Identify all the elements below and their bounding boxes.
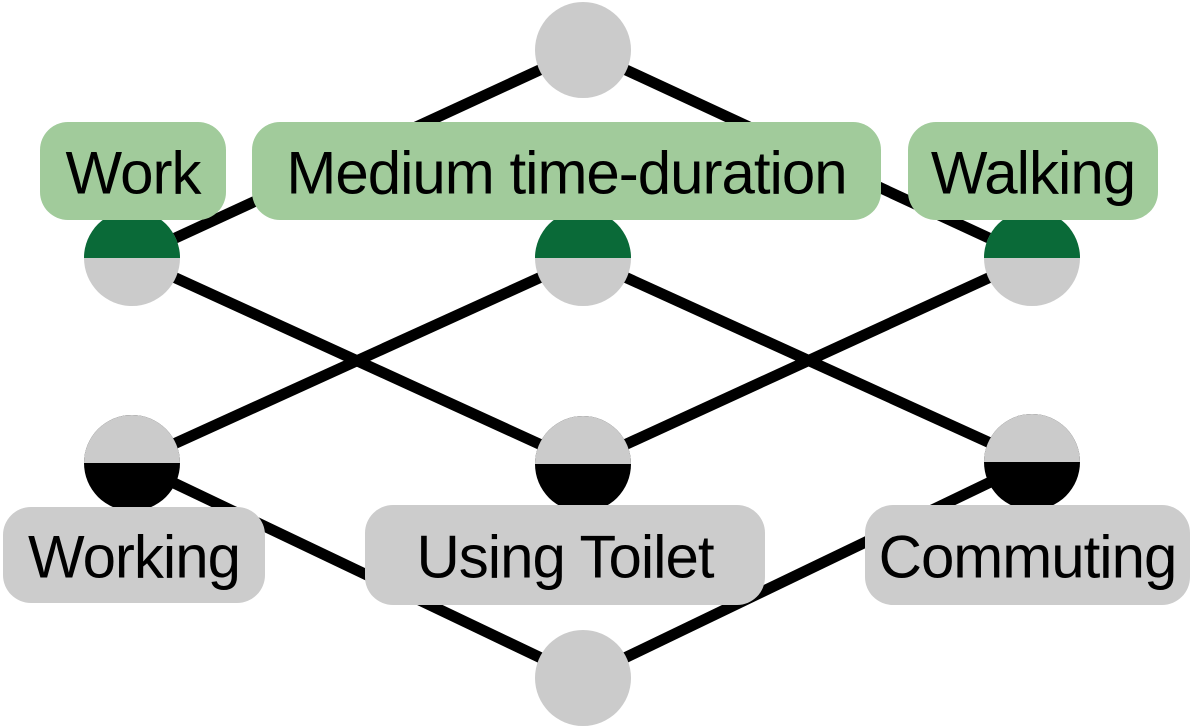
object-label-commuting: Commuting <box>865 505 1190 605</box>
node-upper-half-walking <box>984 210 1080 258</box>
label-box-medium-time-duration <box>252 122 881 220</box>
lattice-edge-medium-working <box>129 252 586 469</box>
label-text-walking: Walking <box>931 140 1135 207</box>
label-box-using-toilet <box>365 505 765 605</box>
label-box-walking <box>908 122 1158 220</box>
lattice-edge-walking-using-toilet <box>580 253 1035 469</box>
node-upper-half-work <box>84 210 180 258</box>
lattice-nodes <box>84 2 1080 726</box>
lattice-node-walking <box>984 210 1080 306</box>
node-upper-half-working <box>84 415 180 463</box>
object-label-working: Working <box>3 507 265 603</box>
label-text-medium-time-duration: Medium time-duration <box>286 140 846 207</box>
node-circle-top <box>535 2 631 98</box>
label-text-using-toilet: Using Toilet <box>416 524 714 591</box>
lattice-edges <box>129 45 1035 683</box>
lattice-node-medium <box>535 210 631 306</box>
label-box-work <box>40 122 226 220</box>
attribute-label-medium-time-duration: Medium time-duration <box>252 122 881 220</box>
label-text-working: Working <box>28 524 240 591</box>
lattice-edge-commuting-bottom <box>580 457 1035 683</box>
lattice-node-work <box>84 210 180 306</box>
node-upper-half-medium <box>535 210 631 258</box>
lattice-node-bottom <box>535 630 631 726</box>
object-label-using-toilet: Using Toilet <box>365 505 765 605</box>
label-text-work: Work <box>66 140 203 207</box>
attribute-label-work: Work <box>40 122 226 220</box>
lattice-node-commuting <box>984 414 1080 510</box>
node-upper-half-commuting <box>984 414 1080 462</box>
lattice-node-working <box>84 415 180 511</box>
label-text-commuting: Commuting <box>879 524 1177 591</box>
label-box-working <box>3 507 265 603</box>
attribute-label-walking: Walking <box>908 122 1158 220</box>
node-circle-bottom <box>535 630 631 726</box>
node-upper-half-using-toilet <box>535 416 631 464</box>
label-box-commuting <box>865 505 1190 605</box>
lattice-node-top <box>535 2 631 98</box>
lattice-node-using-toilet <box>535 416 631 512</box>
lattice-edge-working-bottom <box>129 458 586 683</box>
